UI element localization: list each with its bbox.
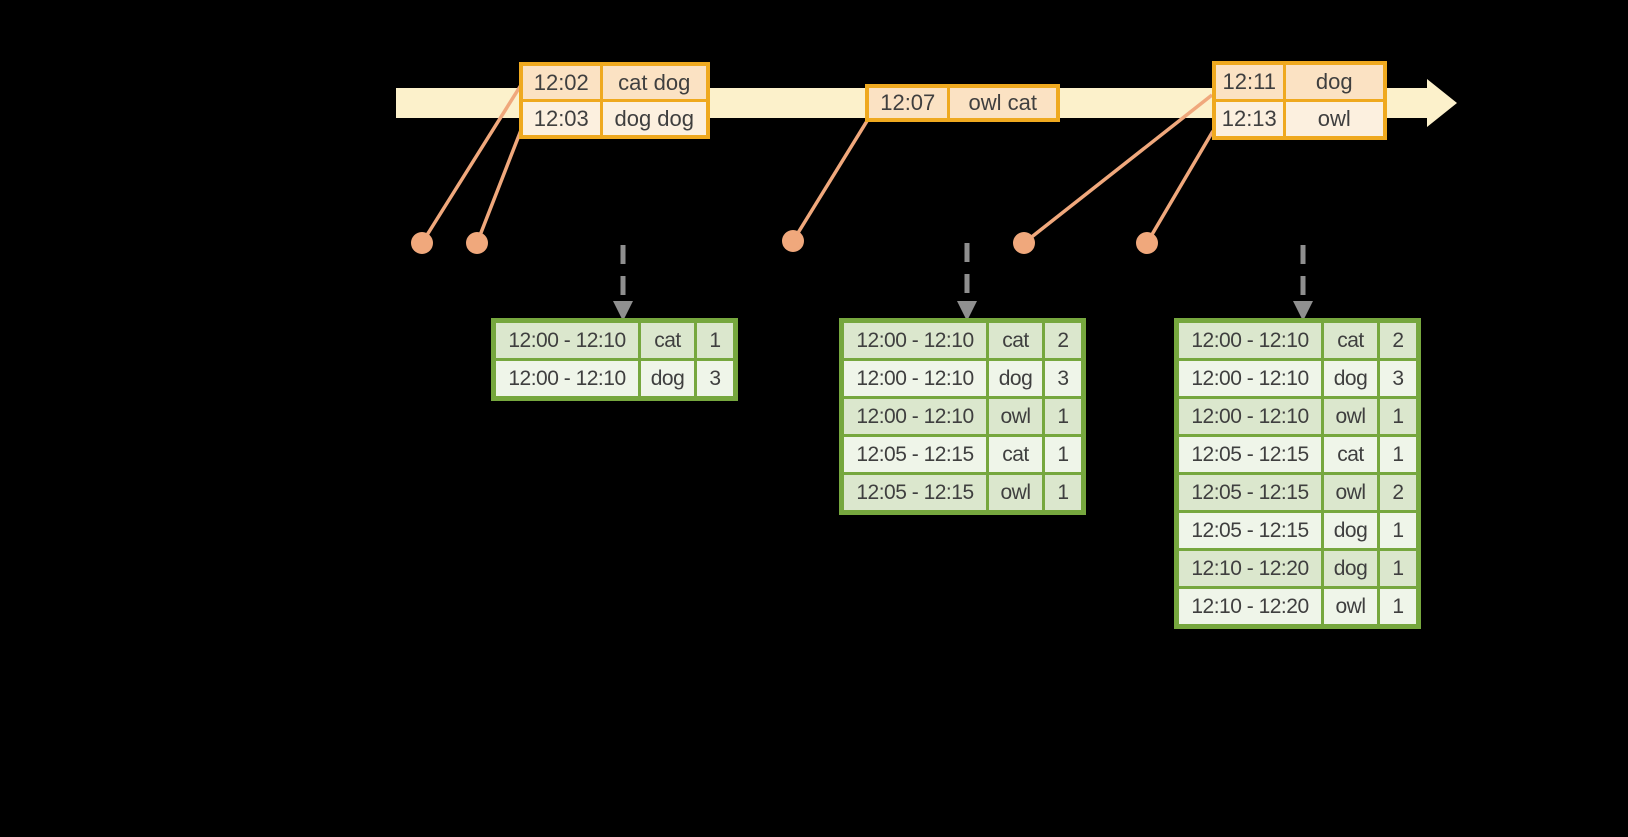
- count-cell: 3: [1042, 358, 1085, 399]
- event-table-1: 12:02 cat dog 12:03 dog dog: [519, 62, 710, 139]
- count-cell: 1: [1377, 586, 1420, 628]
- event-time-cell: 12:11: [1212, 61, 1286, 102]
- result-row: 12:05 - 12:15 cat 1: [1175, 434, 1420, 475]
- window-cell: 12:00 - 12:10: [840, 358, 989, 399]
- word-cell: owl: [1321, 586, 1380, 628]
- window-cell: 12:05 - 12:15: [1175, 472, 1324, 513]
- event-time-cell: 12:03: [519, 99, 603, 139]
- event-table-2: 12:07 owl cat: [865, 84, 1060, 122]
- result-row: 12:00 - 12:10 dog 3: [492, 358, 737, 400]
- result-row: 12:10 - 12:20 owl 1: [1175, 586, 1420, 628]
- event-time-cell: 12:02: [519, 62, 603, 102]
- result-row: 12:00 - 12:10 cat 1: [492, 319, 737, 361]
- count-cell: 2: [1377, 319, 1420, 361]
- event-connector-line: [791, 120, 869, 242]
- event-connector-line: [475, 124, 525, 244]
- word-cell: owl: [986, 472, 1045, 514]
- dashed-down-arrow-icon: [957, 243, 977, 321]
- count-cell: 1: [694, 319, 737, 361]
- word-cell: dog: [638, 358, 697, 400]
- event-row: 12:07 owl cat: [865, 84, 1060, 122]
- count-cell: 1: [1042, 472, 1085, 514]
- result-table-2: 12:00 - 12:10 cat 2 12:00 - 12:10 dog 3 …: [839, 318, 1086, 515]
- event-table-3: 12:11 dog 12:13 owl: [1212, 61, 1387, 140]
- count-cell: 3: [1377, 358, 1420, 399]
- window-cell: 12:00 - 12:10: [840, 396, 989, 437]
- word-cell: owl: [1321, 472, 1380, 513]
- event-row: 12:02 cat dog: [519, 62, 710, 102]
- word-cell: owl: [1321, 396, 1380, 437]
- window-cell: 12:05 - 12:15: [840, 472, 989, 514]
- count-cell: 1: [1377, 548, 1420, 589]
- result-row: 12:00 - 12:10 cat 2: [840, 319, 1085, 361]
- event-words-cell: owl cat: [946, 84, 1060, 122]
- event-dot-icon: [466, 232, 488, 254]
- count-cell: 1: [1042, 434, 1085, 475]
- window-cell: 12:05 - 12:15: [1175, 510, 1324, 551]
- word-cell: cat: [1321, 319, 1380, 361]
- event-markers: [411, 230, 1158, 254]
- event-time-cell: 12:13: [1212, 99, 1286, 140]
- result-row: 12:10 - 12:20 dog 1: [1175, 548, 1420, 589]
- event-words-cell: dog dog: [599, 99, 710, 139]
- event-dot-icon: [411, 232, 433, 254]
- result-row: 12:00 - 12:10 owl 1: [840, 396, 1085, 437]
- count-cell: 3: [694, 358, 737, 400]
- word-cell: dog: [1321, 510, 1380, 551]
- word-cell: cat: [986, 319, 1045, 361]
- result-row: 12:00 - 12:10 owl 1: [1175, 396, 1420, 437]
- result-table-1: 12:00 - 12:10 cat 1 12:00 - 12:10 dog 3: [491, 318, 738, 401]
- word-cell: dog: [1321, 358, 1380, 399]
- dashed-down-arrow-icon: [613, 245, 633, 321]
- count-cell: 2: [1377, 472, 1420, 513]
- event-connector-lines: [420, 84, 1215, 245]
- event-words-cell: cat dog: [599, 62, 710, 102]
- window-cell: 12:00 - 12:10: [1175, 319, 1324, 361]
- result-row: 12:05 - 12:15 owl 2: [1175, 472, 1420, 513]
- event-connector-line: [420, 84, 523, 244]
- word-cell: owl: [986, 396, 1045, 437]
- word-cell: dog: [1321, 548, 1380, 589]
- window-cell: 12:00 - 12:10: [840, 319, 989, 361]
- window-cell: 12:05 - 12:15: [840, 434, 989, 475]
- result-row: 12:05 - 12:15 dog 1: [1175, 510, 1420, 551]
- result-row: 12:00 - 12:10 cat 2: [1175, 319, 1420, 361]
- count-cell: 1: [1377, 434, 1420, 475]
- result-pointers: [613, 243, 1313, 321]
- word-cell: cat: [638, 319, 697, 361]
- count-cell: 1: [1377, 396, 1420, 437]
- event-words-cell: owl: [1282, 99, 1387, 140]
- word-cell: cat: [986, 434, 1045, 475]
- count-cell: 2: [1042, 319, 1085, 361]
- window-cell: 12:05 - 12:15: [1175, 434, 1324, 475]
- result-row: 12:05 - 12:15 cat 1: [840, 434, 1085, 475]
- event-dot-icon: [1136, 232, 1158, 254]
- word-cell: cat: [1321, 434, 1380, 475]
- result-row: 12:05 - 12:15 owl 1: [840, 472, 1085, 514]
- result-row: 12:00 - 12:10 dog 3: [1175, 358, 1420, 399]
- window-cell: 12:10 - 12:20: [1175, 586, 1324, 628]
- event-connector-line: [1145, 130, 1215, 244]
- event-dot-icon: [1013, 232, 1035, 254]
- window-cell: 12:10 - 12:20: [1175, 548, 1324, 589]
- event-dot-icon: [782, 230, 804, 252]
- result-row: 12:00 - 12:10 dog 3: [840, 358, 1085, 399]
- event-words-cell: dog: [1282, 61, 1387, 102]
- window-cell: 12:00 - 12:10: [1175, 396, 1324, 437]
- count-cell: 1: [1377, 510, 1420, 551]
- result-table-3: 12:00 - 12:10 cat 2 12:00 - 12:10 dog 3 …: [1174, 318, 1421, 629]
- dashed-down-arrow-icon: [1293, 245, 1313, 321]
- window-cell: 12:00 - 12:10: [492, 358, 641, 400]
- event-row: 12:13 owl: [1212, 99, 1387, 140]
- event-row: 12:03 dog dog: [519, 99, 710, 139]
- event-connector-line: [1022, 93, 1214, 245]
- event-time-cell: 12:07: [865, 84, 950, 122]
- window-cell: 12:00 - 12:10: [492, 319, 641, 361]
- word-cell: dog: [986, 358, 1045, 399]
- count-cell: 1: [1042, 396, 1085, 437]
- event-row: 12:11 dog: [1212, 61, 1387, 102]
- window-cell: 12:00 - 12:10: [1175, 358, 1324, 399]
